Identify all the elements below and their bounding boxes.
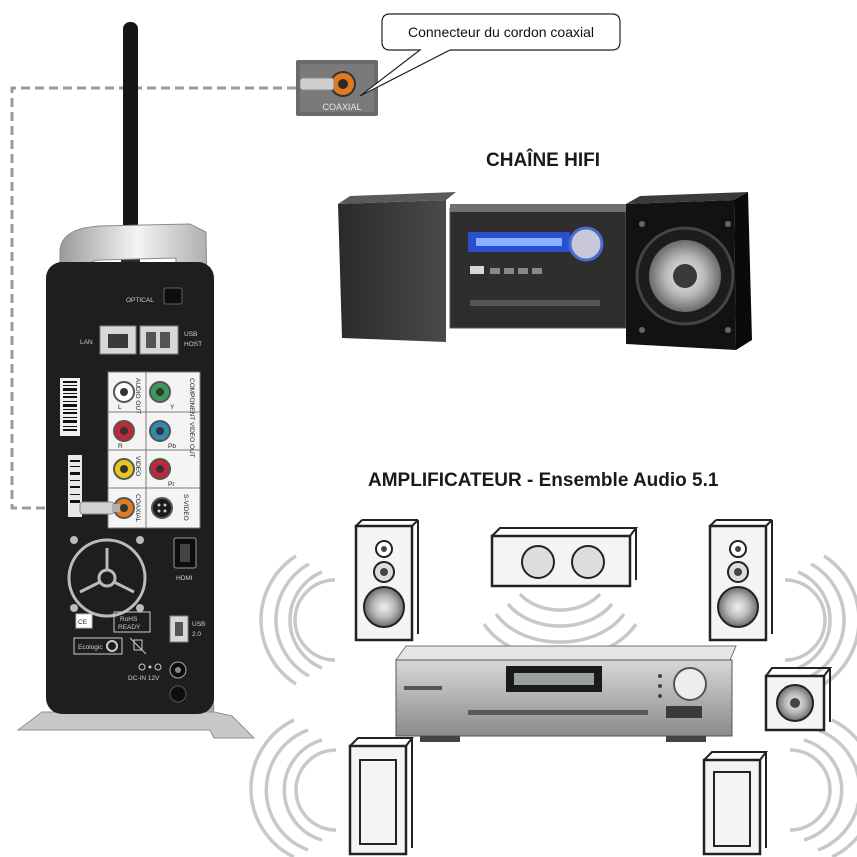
- label-coaxial-vertical: COAXIAL: [134, 494, 141, 523]
- label-usb-host-1: USB: [184, 331, 197, 338]
- coax-plate-label: COAXIAL: [322, 102, 361, 112]
- speaker-rear-left: [348, 737, 414, 856]
- label-lan: LAN: [80, 339, 93, 346]
- s-video-port: [151, 497, 173, 519]
- label-audio-out: AUDIO OUT: [134, 378, 141, 414]
- usb-host-port: [139, 325, 179, 355]
- label-r: R: [118, 443, 123, 450]
- optical-port: [163, 287, 183, 305]
- speaker-center: [490, 527, 638, 588]
- label-ce: CE: [78, 619, 88, 626]
- rca-jack-audio-r: [113, 420, 135, 442]
- callout-bubble: [359, 13, 621, 97]
- label-y: Y: [170, 404, 175, 411]
- ecologic-badge: [73, 637, 123, 655]
- dc-in-port: [169, 661, 187, 703]
- label-optical: OPTICAL: [126, 297, 154, 304]
- antenna: [123, 22, 138, 252]
- speaker-front-right: [708, 519, 773, 642]
- dc-polarity-icon: [138, 663, 162, 671]
- label-pr: Pr: [168, 481, 175, 488]
- label-s-video: S-VIDEO: [182, 494, 189, 521]
- label-ecologic: Ecologic: [78, 644, 103, 651]
- rca-jack-pr: [149, 458, 171, 480]
- rohs-badge: [113, 611, 151, 633]
- label-rohs-1: RoHS: [120, 616, 138, 623]
- amp-volume-knob: [673, 667, 707, 701]
- coaxial-plate: [296, 60, 378, 116]
- audio-5-1-set: [249, 519, 857, 857]
- coaxial-cable: [10, 86, 296, 510]
- label-usb2-2: 2.0: [192, 631, 201, 638]
- label-l: L: [118, 404, 122, 411]
- rca-jack-coaxial: [113, 497, 135, 519]
- hifi-stereo: [338, 192, 752, 350]
- callout-text: Connecteur du cordon coaxial: [408, 24, 594, 40]
- label-component-video-out: COMPONENT VIDEO OUT: [188, 378, 195, 458]
- label-rohs-2: READY: [118, 624, 141, 631]
- sound-waves: [249, 554, 857, 857]
- hifi-volume-knob: [568, 226, 604, 262]
- media-player: [16, 22, 256, 739]
- speaker-front-left: [354, 519, 419, 642]
- barcode-sticker: [60, 378, 82, 517]
- rca-jack-video: [113, 458, 135, 480]
- coaxial-plug: [79, 501, 120, 515]
- weee-bin-icon: [129, 637, 147, 655]
- label-usb-host-2: HOST: [184, 341, 202, 348]
- speaker-rear-right: [702, 751, 768, 856]
- label-hdmi: HDMI: [176, 575, 193, 582]
- amp-heading: AMPLIFICATEUR - Ensemble Audio 5.1: [368, 470, 719, 491]
- subwoofer: [764, 667, 832, 732]
- rca-jack-pb: [149, 420, 171, 442]
- rca-jack-audio-l: [113, 381, 135, 403]
- label-pb: Pb: [168, 443, 176, 450]
- label-video: VIDEO: [134, 456, 141, 476]
- rca-jack-y: [149, 381, 171, 403]
- ce-mark: [75, 613, 93, 629]
- label-dc-in: DC-IN 12V: [128, 675, 160, 682]
- fan-vent-icon: [67, 536, 147, 618]
- hifi-heading: CHAÎNE HIFI: [486, 150, 600, 171]
- amplifier-receiver: [395, 645, 737, 742]
- label-usb2-1: USB: [192, 621, 205, 628]
